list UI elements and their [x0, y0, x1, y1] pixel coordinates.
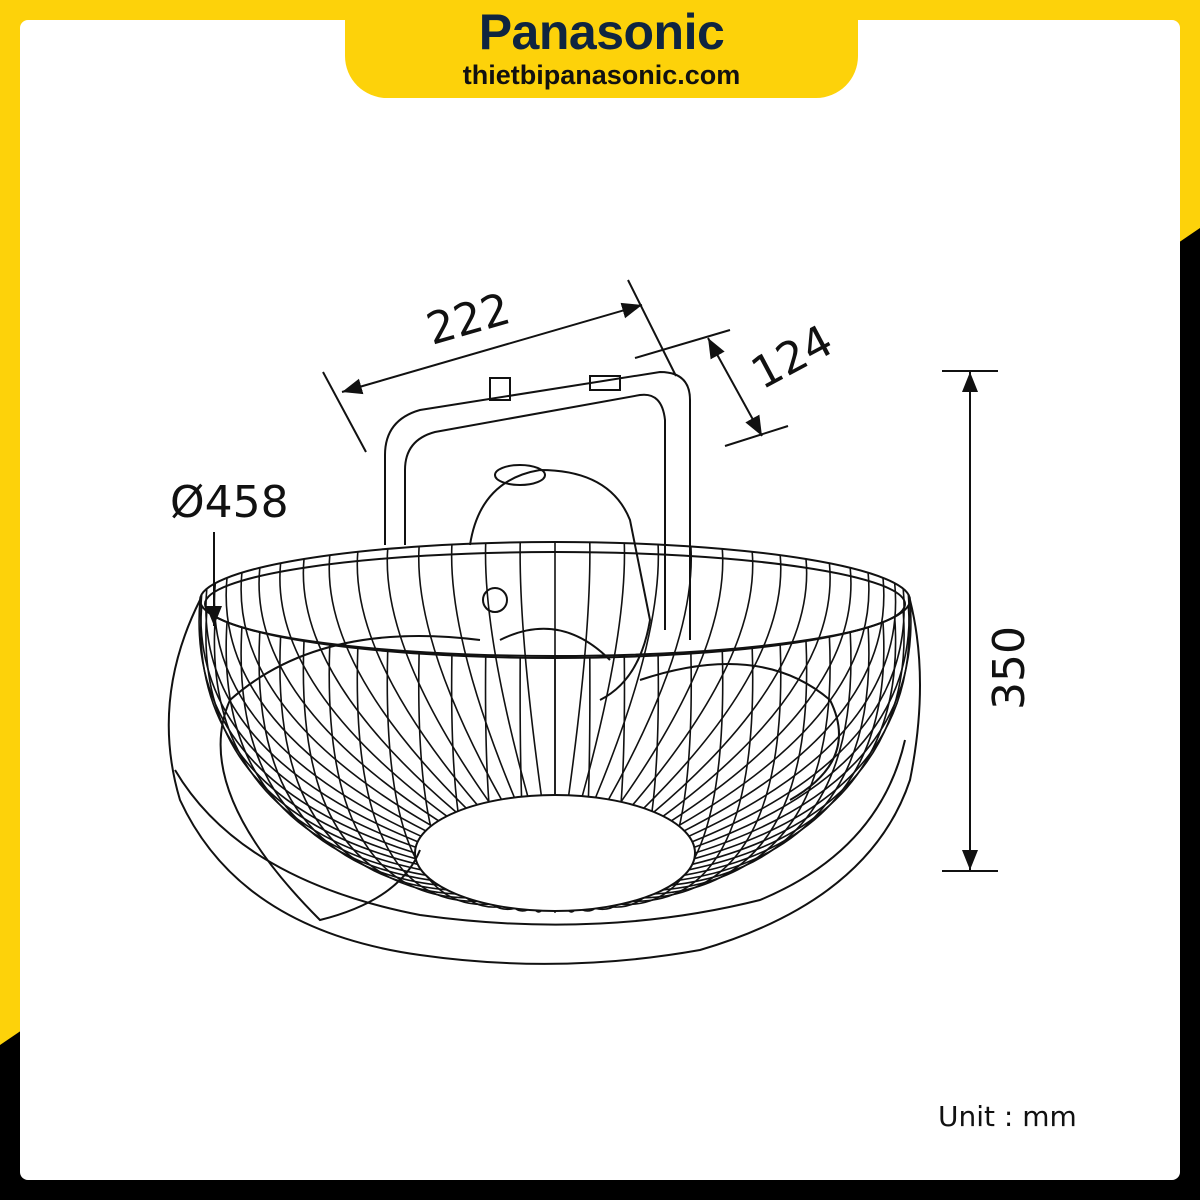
cage-wire: [620, 548, 724, 803]
dimension-222: 222: [322, 279, 677, 453]
ceiling-bracket: [384, 370, 691, 640]
cage-wire: [200, 605, 416, 860]
dimension-diameter: Ø458: [170, 477, 289, 626]
cage-wire: [302, 640, 457, 895]
cage-wire: [567, 542, 591, 796]
cage-wire: [356, 551, 478, 806]
cage-wire: [258, 567, 440, 822]
cage-wire: [205, 588, 418, 843]
cage-wire: [671, 632, 852, 886]
dimension-line: [341, 302, 643, 395]
cage-wire: [662, 563, 831, 817]
unit-label: Unit : mm: [938, 1100, 1077, 1133]
extension-line: [724, 425, 789, 447]
dimension-line: [707, 337, 763, 437]
cage-wire: [198, 599, 416, 854]
cage-wire: [240, 572, 432, 827]
fan-blades: [219, 635, 840, 922]
logo-tab: Panasonic thietbipanasonic.com: [345, 0, 858, 98]
cage-wire: [205, 611, 418, 866]
cage-wire: [225, 577, 427, 832]
cage-wire: [258, 632, 439, 886]
cage-wire: [200, 594, 416, 849]
cage-wire: [694, 594, 910, 849]
cage-wire: [450, 544, 516, 798]
cage-wire: [684, 622, 885, 876]
cage-wire: [632, 551, 754, 806]
cage-wire: [692, 588, 905, 843]
brand-logo: Panasonic: [478, 4, 725, 60]
cage-wire: [519, 542, 543, 796]
cage-wire: [302, 558, 457, 813]
dimension-label-350: 350: [984, 626, 1035, 710]
cage-wire: [386, 548, 490, 803]
dimension-label-124: 124: [743, 315, 841, 399]
cage-wire: [688, 583, 897, 837]
cage-wire: [594, 544, 660, 798]
cage-wire: [484, 543, 529, 797]
cage-wire: [607, 546, 693, 800]
extension-line: [322, 371, 367, 453]
extension-line: [627, 279, 677, 377]
extension-line: [634, 329, 731, 359]
cage-wire: [678, 572, 870, 827]
website-label: thietbipanasonic.com: [462, 60, 741, 90]
cage-bowl: [167, 599, 921, 965]
fan-guard-cage: [167, 541, 921, 965]
cage-wire: [279, 563, 448, 817]
cage-wire: [213, 583, 422, 837]
cage-wire: [670, 567, 852, 822]
dimension-label-diameter: Ø458: [170, 477, 289, 528]
cage-wire: [643, 555, 782, 809]
center-disc: [414, 794, 696, 912]
cage-wire: [694, 605, 910, 860]
cage-wire: [417, 546, 503, 800]
dimension-350: 350: [942, 370, 1035, 872]
fan-motor: [469, 464, 652, 701]
cage-wire: [678, 627, 870, 882]
cage-wire: [581, 543, 626, 797]
cage-wire: [683, 577, 885, 832]
cage-wire: [653, 558, 808, 813]
cage-wire: [328, 555, 467, 809]
